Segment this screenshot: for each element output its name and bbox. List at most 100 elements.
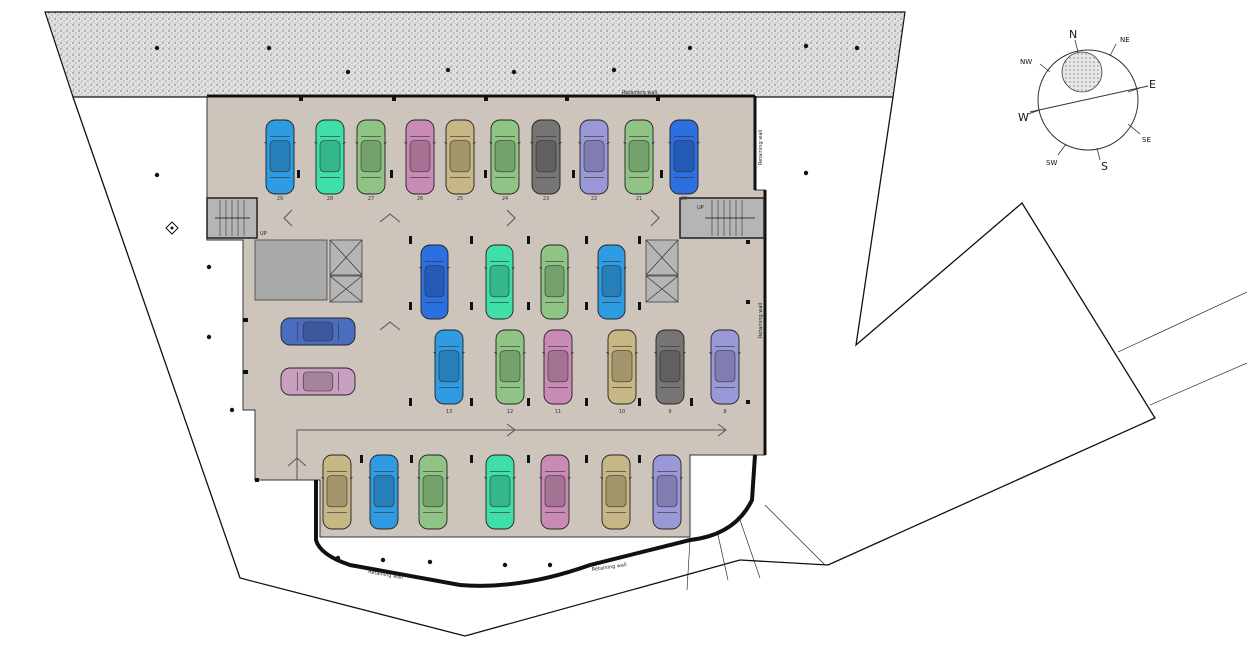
car-roof — [714, 350, 736, 383]
car-mirror — [445, 476, 449, 480]
compass-sw: SW — [1046, 159, 1057, 167]
car-mirror — [417, 476, 421, 480]
car-mirror — [539, 476, 543, 480]
car-mirror — [623, 266, 627, 270]
car-mirror — [600, 476, 604, 480]
car-mirror — [634, 351, 638, 355]
parking-bay-number: 29 — [277, 196, 283, 202]
car: 20 — [668, 119, 700, 202]
car-mirror — [512, 476, 516, 480]
car-mirror — [368, 476, 372, 480]
wall-label-bottom-right: Retaining wall — [591, 562, 627, 573]
car: 23 — [530, 119, 562, 202]
car-roof — [489, 475, 511, 508]
car: 26 — [404, 119, 436, 202]
car-mirror — [484, 266, 488, 270]
car-mirror — [264, 141, 268, 145]
car — [596, 244, 627, 320]
car-roof — [326, 475, 348, 508]
car-roof — [583, 140, 605, 173]
stair-right: UP — [679, 197, 765, 239]
car — [600, 454, 632, 530]
car-mirror — [596, 266, 600, 270]
car-mirror — [404, 141, 408, 145]
parking-bay-number: 9 — [668, 409, 671, 415]
car-roof — [628, 140, 650, 173]
car-roof — [269, 140, 291, 173]
compass-needle — [1029, 85, 1149, 113]
compass-ne: NE — [1120, 36, 1130, 44]
car-roof — [535, 140, 557, 173]
parking-bay-number: 8 — [723, 409, 726, 415]
wall-label-right-lower: Retaining wall — [758, 303, 764, 338]
embankment-dots — [154, 43, 860, 75]
car-mirror — [651, 476, 655, 480]
compass-se: SE — [1142, 136, 1151, 144]
car — [539, 244, 570, 320]
car-mirror — [696, 141, 700, 145]
car — [417, 454, 449, 530]
car: 10 — [606, 329, 638, 415]
car: 29 — [264, 119, 296, 202]
stair-left: UP — [206, 197, 267, 239]
car-roof — [422, 475, 444, 508]
parking-bay-number: 26 — [417, 196, 423, 202]
car-roof — [373, 475, 395, 508]
car-roof — [544, 475, 566, 508]
car-mirror — [737, 351, 741, 355]
car — [280, 367, 356, 396]
car-mirror — [321, 476, 325, 480]
car: 21 — [623, 119, 655, 202]
car-roof — [360, 140, 382, 173]
compass-w: W — [1018, 111, 1029, 124]
car-roof — [499, 350, 521, 383]
stair-right-label: UP — [697, 205, 704, 211]
car-row-side-row — [280, 317, 356, 396]
car-mirror — [606, 351, 610, 355]
wall-label-right-upper: Retaining wall — [758, 130, 764, 165]
car: 27 — [355, 119, 387, 202]
car-mirror — [494, 351, 498, 355]
compass-ring — [1037, 49, 1139, 151]
car-row-middle-row — [419, 244, 627, 320]
car-roof — [544, 265, 565, 298]
car: 25 — [444, 119, 476, 202]
car-mirror — [566, 266, 570, 270]
compass-rose: N NE E SE S SW W NW — [1018, 28, 1156, 173]
parking-bay-number: 24 — [502, 196, 508, 202]
car — [321, 454, 353, 530]
car-mirror — [679, 476, 683, 480]
car-roof — [302, 371, 334, 392]
car-mirror — [539, 266, 543, 270]
lift-shaft-left — [329, 239, 363, 303]
car — [484, 244, 515, 320]
car — [419, 244, 450, 320]
car-mirror — [578, 141, 582, 145]
car-mirror — [567, 476, 571, 480]
car-mirror — [433, 351, 437, 355]
core-left — [254, 239, 328, 301]
car-mirror — [292, 141, 296, 145]
lift-shaft-right — [645, 239, 679, 303]
retaining-walls — [207, 94, 767, 588]
car-mirror — [396, 476, 400, 480]
car-roof — [601, 265, 622, 298]
car-mirror — [522, 351, 526, 355]
car-mirror — [489, 141, 493, 145]
car-mirror — [651, 141, 655, 145]
car-roof — [611, 350, 633, 383]
car-roof — [424, 265, 445, 298]
car-roof — [494, 140, 516, 173]
car-roof — [409, 140, 431, 173]
compass-e: E — [1149, 78, 1156, 91]
car: 28 — [314, 119, 346, 202]
parking-bay-number: 28 — [327, 196, 333, 202]
car-roof — [319, 140, 341, 173]
car-mirror — [542, 351, 546, 355]
car-roof — [489, 265, 510, 298]
car-mirror — [530, 141, 534, 145]
car-mirror — [314, 141, 318, 145]
compass-north-dot — [1061, 51, 1103, 93]
